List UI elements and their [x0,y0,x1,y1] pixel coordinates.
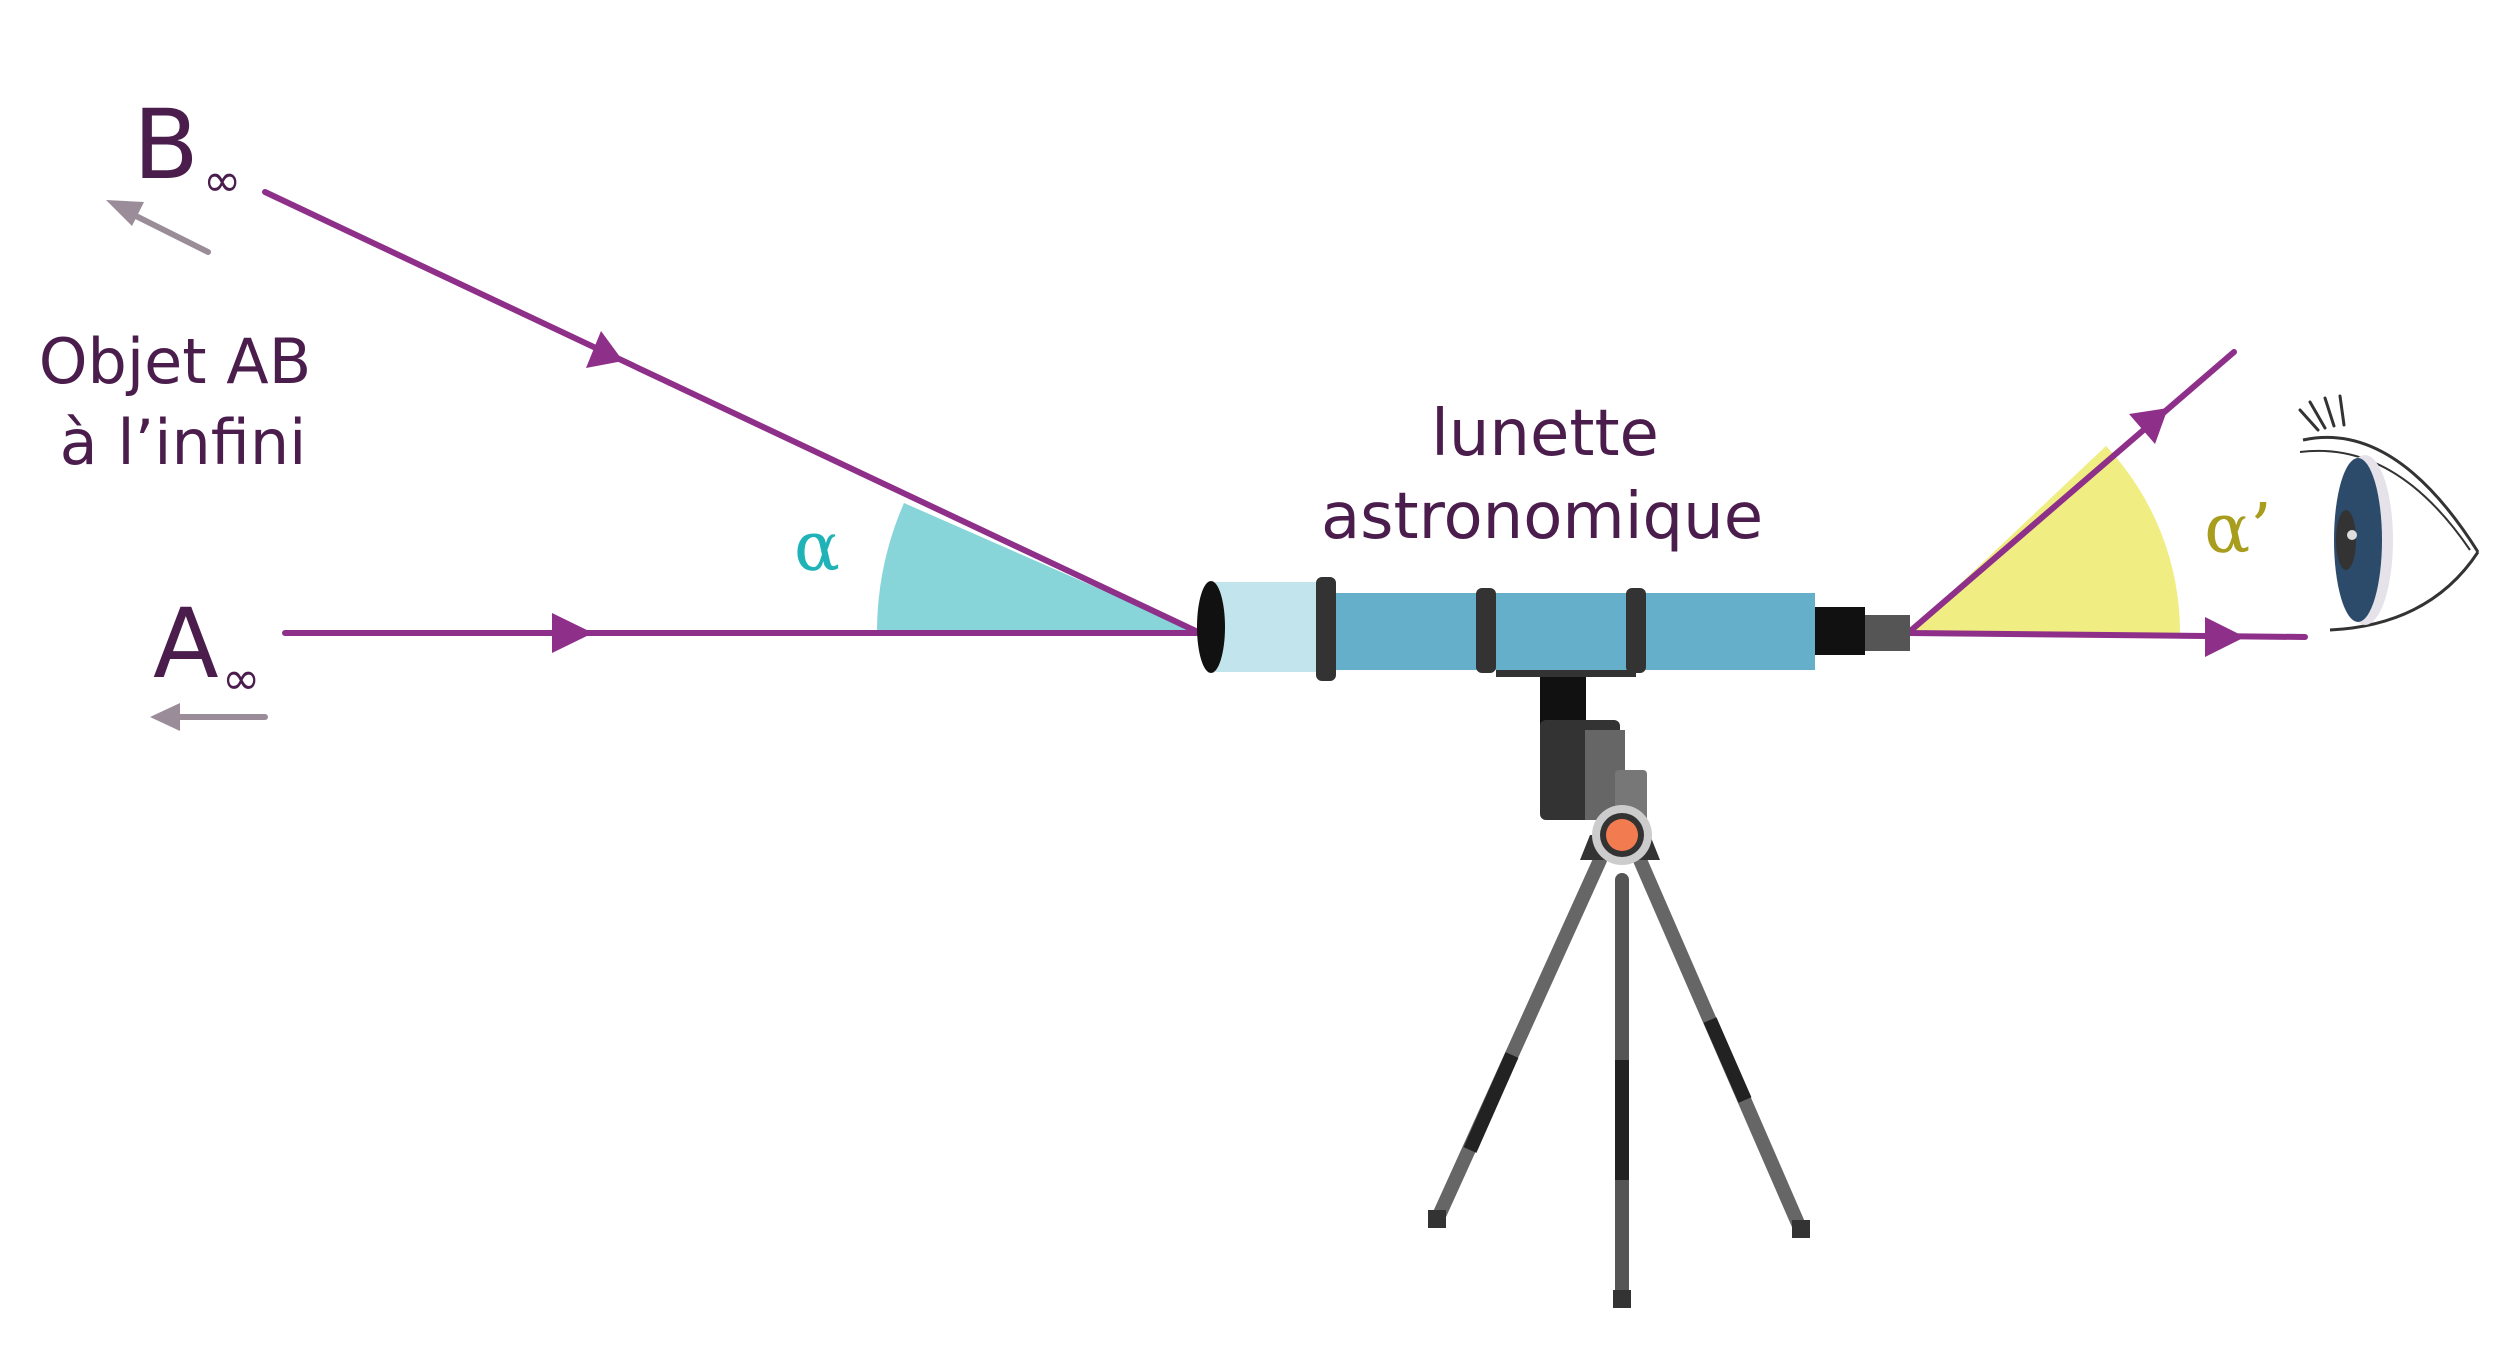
instrument-label-line2: astronomique [1321,480,1763,554]
eye-icon [2298,394,2480,632]
ray-from-b-arrowhead [586,331,623,368]
ray-exit-oblique [1905,349,2237,636]
point-a-infinity: ∞ [222,651,260,705]
ray-exit-horizontal-arrowhead [2205,617,2245,657]
object-label-line1: Objet AB [39,325,312,398]
ray-from-a-arrowhead [552,613,593,653]
direction-arrow-b [106,200,211,255]
instrument-label-line1: lunette [1431,397,1659,471]
point-a-label: A [153,588,219,700]
point-b-infinity: ∞ [203,153,241,207]
ray-exit-oblique-arrowhead [2129,408,2168,444]
angle-alpha-sector [876,503,1200,633]
point-b-label: B [133,89,199,201]
ray-from-b [262,189,1203,636]
angle-alpha-prime-label: α’ [2204,490,2272,569]
object-label-line2: à l’infini [60,406,307,479]
ray-exit-horizontal [1905,630,2308,640]
angle-alpha-prime-sector [1908,446,2181,633]
telescope-icon [1197,577,1910,1308]
angle-alpha-label: α [794,508,840,587]
direction-arrow-a [150,703,268,731]
